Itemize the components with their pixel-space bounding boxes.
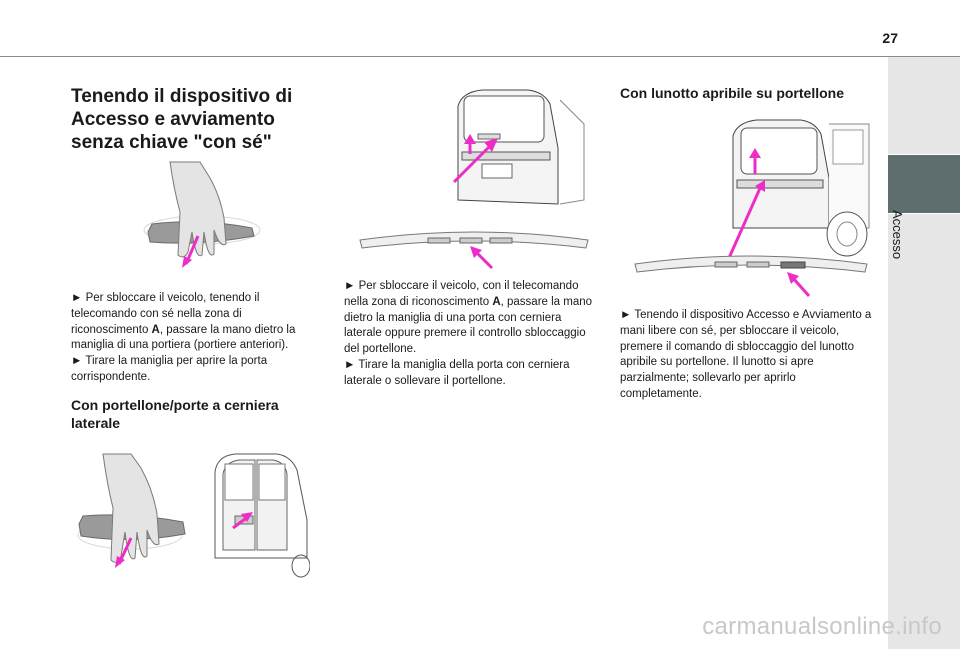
column2-para2: ► Tirare la maniglia della porta con cer… [344,358,570,387]
column3-para1: ► Tenendo il dispositivo Accesso e Avvia… [620,309,872,400]
column3-text: ► Tenendo il dispositivo Accesso e Avvia… [620,308,874,403]
column2-text: ► Per sbloccare il veicolo, con il telec… [344,279,602,390]
column3-subheading: Con lunotto apribile su portellone [620,85,844,101]
column1-para2: ► Tirare la maniglia per aprire la porta… [71,355,268,383]
chapter-name: Accesso [890,210,905,260]
column1-subheading: Con portellone/porte a cerniera laterale [71,397,279,431]
watermark: carmanualsonline.info [702,613,942,640]
hand-on-door-handle-illustration [143,161,261,268]
side-tab-lower [888,214,960,649]
main-title: Tenendo il dispositivo di Accesso e avvi… [71,86,293,153]
header-rule [0,56,960,57]
chapter-tab[interactable]: 2 [888,155,960,348]
tailgate-unlock-control-illustration [359,89,589,270]
column1-para1: ► Per sbloccare il veicolo, tenendo il t… [71,292,296,352]
page-number: 27 [882,30,898,46]
column1-text: ► Per sbloccare il veicolo, tenendo il t… [71,291,307,386]
side-tab-upper [888,57,960,154]
column2-para1: ► Per sbloccare il veicolo, con il telec… [344,280,593,356]
rear-van-side-door-illustration [214,453,310,578]
opening-rear-window-illustration [634,119,870,297]
hand-on-side-door-handle-illustration [77,453,186,568]
